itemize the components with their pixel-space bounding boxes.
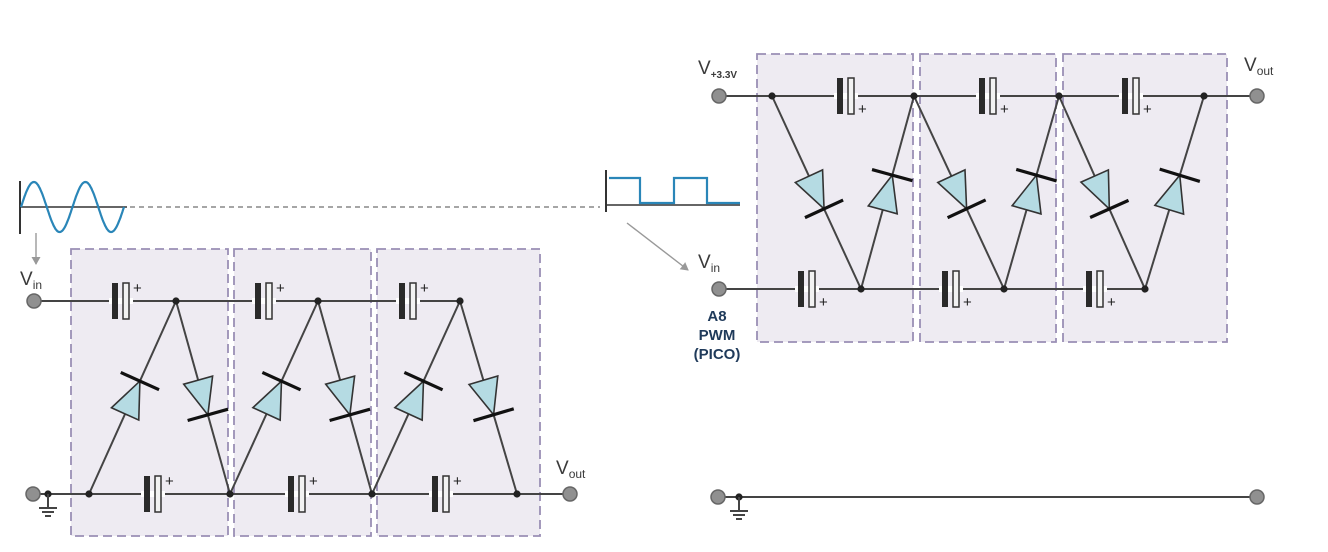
svg-text:+: + (420, 280, 429, 297)
pin-note-line2: PWM (698, 327, 736, 344)
capacitor: + (141, 473, 174, 513)
vin-terminal-left (26, 293, 42, 309)
capacitor: + (1119, 77, 1152, 118)
diode-cathode-bar (804, 198, 844, 220)
capacitors: + + + + + + + + + + + + (109, 77, 1152, 513)
diode-cathode-bar (329, 407, 371, 423)
diode-cathode-bar (1015, 167, 1058, 183)
svg-text:+: + (819, 294, 828, 311)
junction-node (857, 285, 865, 293)
vin-label-right: Vin (698, 252, 721, 275)
junction-node (85, 490, 93, 498)
junction-node (172, 297, 180, 305)
junction-node (910, 92, 918, 100)
diode (251, 379, 283, 422)
svg-text:+: + (133, 280, 142, 297)
junction-node (513, 490, 521, 498)
diode (1010, 173, 1042, 216)
diode-cathode-bar (187, 407, 229, 423)
junction-nodes (44, 92, 1208, 501)
svg-text:+: + (276, 280, 285, 297)
pin-note-line1: A8 (707, 308, 727, 325)
input-arrow-right (626, 222, 689, 271)
capacitor: + (795, 270, 828, 311)
capacitor: + (834, 77, 867, 118)
vin-terminal-right (711, 281, 727, 297)
diodes (110, 167, 1201, 423)
junction-node (1000, 285, 1008, 293)
ground-end-terminal-right (1249, 489, 1265, 505)
diode (793, 168, 825, 211)
pin-note: A8 PWM (PICO) (684, 307, 750, 364)
diode (1079, 168, 1111, 211)
diode-cathode-bar (1089, 198, 1130, 219)
junction-node (1055, 92, 1063, 100)
ground-symbols (39, 494, 748, 520)
capacitor: + (285, 473, 318, 513)
diode-cathode-bar (1159, 167, 1201, 183)
stage-boxes (70, 53, 1228, 537)
junction-node (456, 297, 464, 305)
svg-text:+: + (963, 294, 972, 311)
diode (324, 375, 356, 417)
svg-text:+: + (858, 101, 867, 118)
junction-node (368, 490, 376, 498)
capacitor: + (109, 280, 142, 320)
pin-note-line3: (PICO) (693, 346, 741, 363)
diode (1153, 173, 1185, 216)
svg-text:+: + (1000, 101, 1009, 118)
sine-wave-icon (19, 180, 126, 234)
diode-cathode-bar (261, 370, 302, 392)
vout-terminal-right (1249, 88, 1265, 104)
junction-node (226, 490, 234, 498)
svg-text:+: + (1143, 101, 1152, 118)
diode (866, 173, 899, 215)
svg-text:+: + (309, 473, 318, 490)
square-wave-source (605, 170, 740, 212)
vout-label-right: Vout (1244, 55, 1274, 78)
diode-cathode-bar (946, 198, 987, 220)
sine-wave-source (19, 180, 127, 234)
capacitor: + (1083, 270, 1116, 311)
vsupply-terminal-right (711, 88, 727, 104)
diode-cathode-bar (473, 407, 515, 423)
capacitor: + (939, 270, 972, 311)
vin-label-left: Vin (20, 269, 43, 292)
diode-cathode-bar (871, 168, 913, 183)
diode-cathode-bar (120, 371, 160, 392)
junction-node (1141, 285, 1149, 293)
ground-terminal-left (25, 486, 41, 502)
diode (110, 379, 141, 422)
diode (182, 375, 214, 417)
square-wave-icon (609, 176, 740, 205)
vsupply-label-right: V+3.3V (698, 58, 738, 81)
junction-node (1200, 92, 1208, 100)
diode (936, 168, 968, 211)
vout-terminal-left (562, 486, 578, 502)
diode (467, 374, 499, 417)
ground-terminal-right (710, 489, 726, 505)
capacitor: + (429, 473, 462, 513)
junction-node (768, 92, 776, 100)
diode-cathode-bar (403, 370, 444, 392)
svg-text:+: + (453, 473, 462, 490)
capacitor: + (396, 280, 429, 320)
junction-node (314, 297, 322, 305)
svg-text:+: + (1107, 294, 1116, 311)
vout-label-left: Vout (556, 458, 586, 481)
capacitor: + (252, 280, 285, 320)
svg-text:+: + (165, 473, 174, 490)
diode (393, 379, 425, 422)
terminals (25, 88, 1265, 505)
capacitor: + (976, 77, 1009, 118)
